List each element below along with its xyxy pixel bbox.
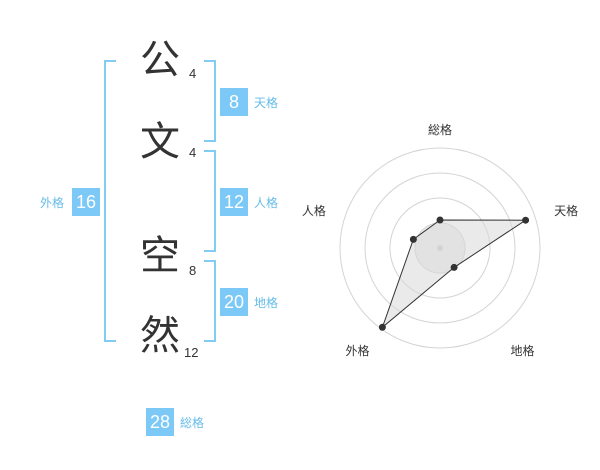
stroke-count-2: 4 — [189, 145, 197, 160]
radar-ring-4 — [339, 147, 541, 349]
tenkaku-bracket — [204, 60, 216, 142]
stroke-count-3: 8 — [189, 263, 197, 278]
tenkaku-label: 天格 — [254, 96, 279, 110]
jinkaku-label: 人格 — [254, 196, 279, 210]
radar-point-0 — [436, 216, 444, 224]
stroke-count-4: 12 — [184, 345, 199, 360]
radar-ring-2 — [389, 197, 491, 299]
name-char-3: 空 — [140, 233, 180, 279]
gaikaku-bracket — [104, 60, 116, 342]
chikaku-value: 20 — [220, 288, 248, 316]
radar-axis-label-2: 地格 — [511, 343, 535, 358]
radar-axis-label-3: 外格 — [345, 343, 369, 358]
radar-axis-label-0: 総格 — [428, 122, 452, 137]
radar-axis-label-4: 人格 — [302, 203, 326, 218]
soukaku-value: 28 — [146, 408, 174, 436]
radar-series-area — [381, 219, 528, 329]
jinkaku-value: 12 — [220, 188, 248, 216]
stroke-count-1: 4 — [189, 66, 197, 81]
name-char-4: 然 — [140, 313, 180, 359]
soukaku-label: 総格 — [180, 416, 205, 430]
radar-ring-3 — [364, 172, 516, 324]
gaikaku-value: 16 — [72, 188, 100, 216]
chikaku-label: 地格 — [254, 296, 279, 310]
gaikaku-label: 外格 — [40, 196, 65, 210]
radar-point-1 — [522, 216, 530, 224]
chikaku-bracket — [204, 260, 216, 342]
tenkaku-value: 8 — [220, 88, 248, 116]
name-char-2: 文 — [140, 119, 180, 165]
radar-point-3 — [378, 323, 386, 331]
radar-point-4 — [409, 235, 417, 243]
jinkaku-bracket — [204, 150, 216, 252]
radar-axis-label-1: 天格 — [554, 203, 578, 218]
name-char-1: 公 — [140, 37, 180, 83]
radar-point-2 — [450, 263, 458, 271]
